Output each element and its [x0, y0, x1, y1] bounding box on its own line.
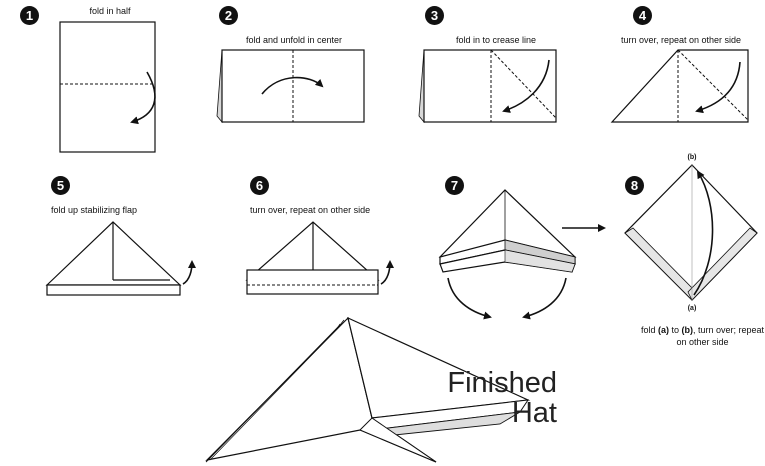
fold-arrow	[130, 71, 156, 125]
step-2-figure	[216, 49, 365, 124]
fold-arrow	[261, 76, 324, 95]
step-8-caption: fold (a) to (b), turn over; repeat on ot…	[640, 325, 765, 347]
step-5-caption: fold up stabilizing flap	[51, 205, 138, 215]
step-1-caption: fold in half	[89, 6, 131, 16]
fold-arrow	[502, 59, 550, 113]
finished-line-2: Hat	[511, 397, 557, 429]
step-2-number: 2	[219, 6, 238, 25]
pull-arrow-right	[522, 277, 567, 320]
step-5-number: 5	[51, 176, 70, 195]
step-6-figure	[245, 221, 394, 295]
step-7-figure	[438, 189, 577, 320]
finished-line-1: Finished	[447, 367, 557, 399]
step-7-number: 7	[445, 176, 464, 195]
fold-arrow	[695, 61, 741, 114]
step-8-number: 8	[625, 176, 644, 195]
fold-arrow	[380, 260, 394, 285]
point-b-label: (b)	[687, 154, 697, 161]
step-6-number: 6	[250, 176, 269, 195]
finished-hat-figure	[205, 316, 531, 463]
step-8-figure	[624, 164, 758, 301]
step-3-figure	[418, 49, 557, 124]
fold-arrow	[182, 260, 196, 285]
step-5-figure	[45, 221, 196, 296]
fold-a-to-b-arrow	[693, 170, 714, 296]
step-4-figure	[610, 49, 749, 123]
step-3-caption: fold in to crease line	[455, 35, 537, 45]
step-6-caption: turn over, repeat on other side	[250, 205, 371, 215]
pull-arrow-left	[447, 277, 492, 320]
step-1-figure	[59, 21, 156, 153]
step-1-number: 1	[20, 6, 39, 25]
step-4-number: 4	[633, 6, 652, 25]
step-2-caption: fold and unfold in center	[245, 35, 343, 45]
finished-hat-title: Finished Hat	[445, 368, 557, 428]
step-3-number: 3	[425, 6, 444, 25]
point-a-label: (a)	[687, 305, 697, 312]
step-4-caption: turn over, repeat on other side	[620, 35, 742, 45]
